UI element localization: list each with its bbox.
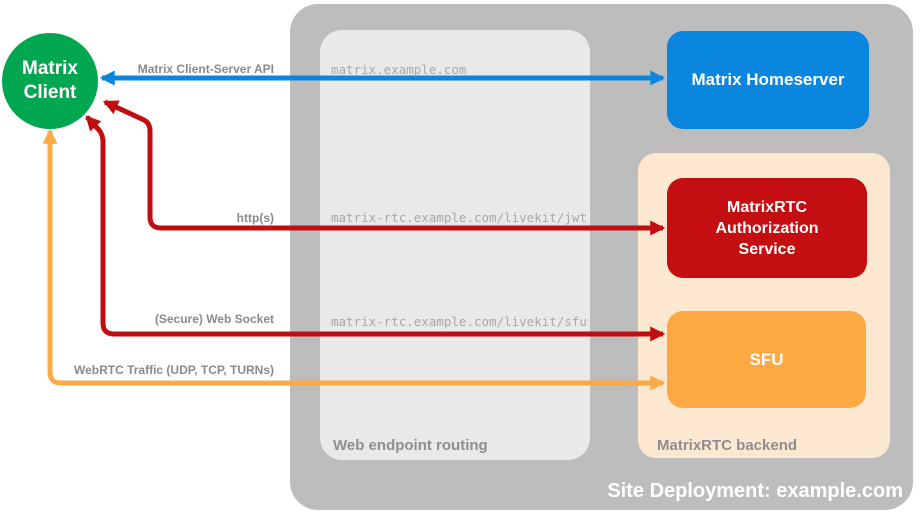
- matrix-client-node: Matrix Client: [2, 33, 98, 129]
- endpoint-livekit-jwt: matrix-rtc.example.com/livekit/jwt: [331, 210, 587, 225]
- websocket-arrow-label: (Secure) Web Socket: [154, 312, 274, 326]
- web-endpoint-routing-box: [320, 30, 590, 460]
- matrix-homeserver-node: Matrix Homeserver: [667, 31, 869, 129]
- sfu-label: SFU: [749, 349, 784, 369]
- matrix-homeserver-label: Matrix Homeserver: [691, 70, 845, 89]
- client-server-api-arrow-label: Matrix Client-Server API: [137, 62, 274, 76]
- webrtc-traffic-arrow-label: WebRTC Traffic (UDP, TCP, TURNs): [73, 363, 274, 377]
- endpoint-livekit-sfu: matrix-rtc.example.com/livekit/sfu: [331, 314, 587, 329]
- matrixrtc-auth-service-node: MatrixRTC Authorization Service: [667, 178, 867, 278]
- web-endpoint-routing-label: Web endpoint routing: [333, 437, 488, 454]
- matrixrtc-backend-label: MatrixRTC backend: [657, 437, 798, 454]
- matrixrtc-auth-service-label: MatrixRTC Authorization Service: [715, 198, 819, 258]
- site-deployment-label: Site Deployment: example.com: [607, 480, 903, 502]
- matrix-client-label: Matrix Client: [22, 58, 78, 103]
- endpoint-matrix-example-com: matrix.example.com: [331, 62, 467, 77]
- sfu-node: SFU: [667, 311, 866, 408]
- https-arrow-label: http(s): [236, 211, 274, 225]
